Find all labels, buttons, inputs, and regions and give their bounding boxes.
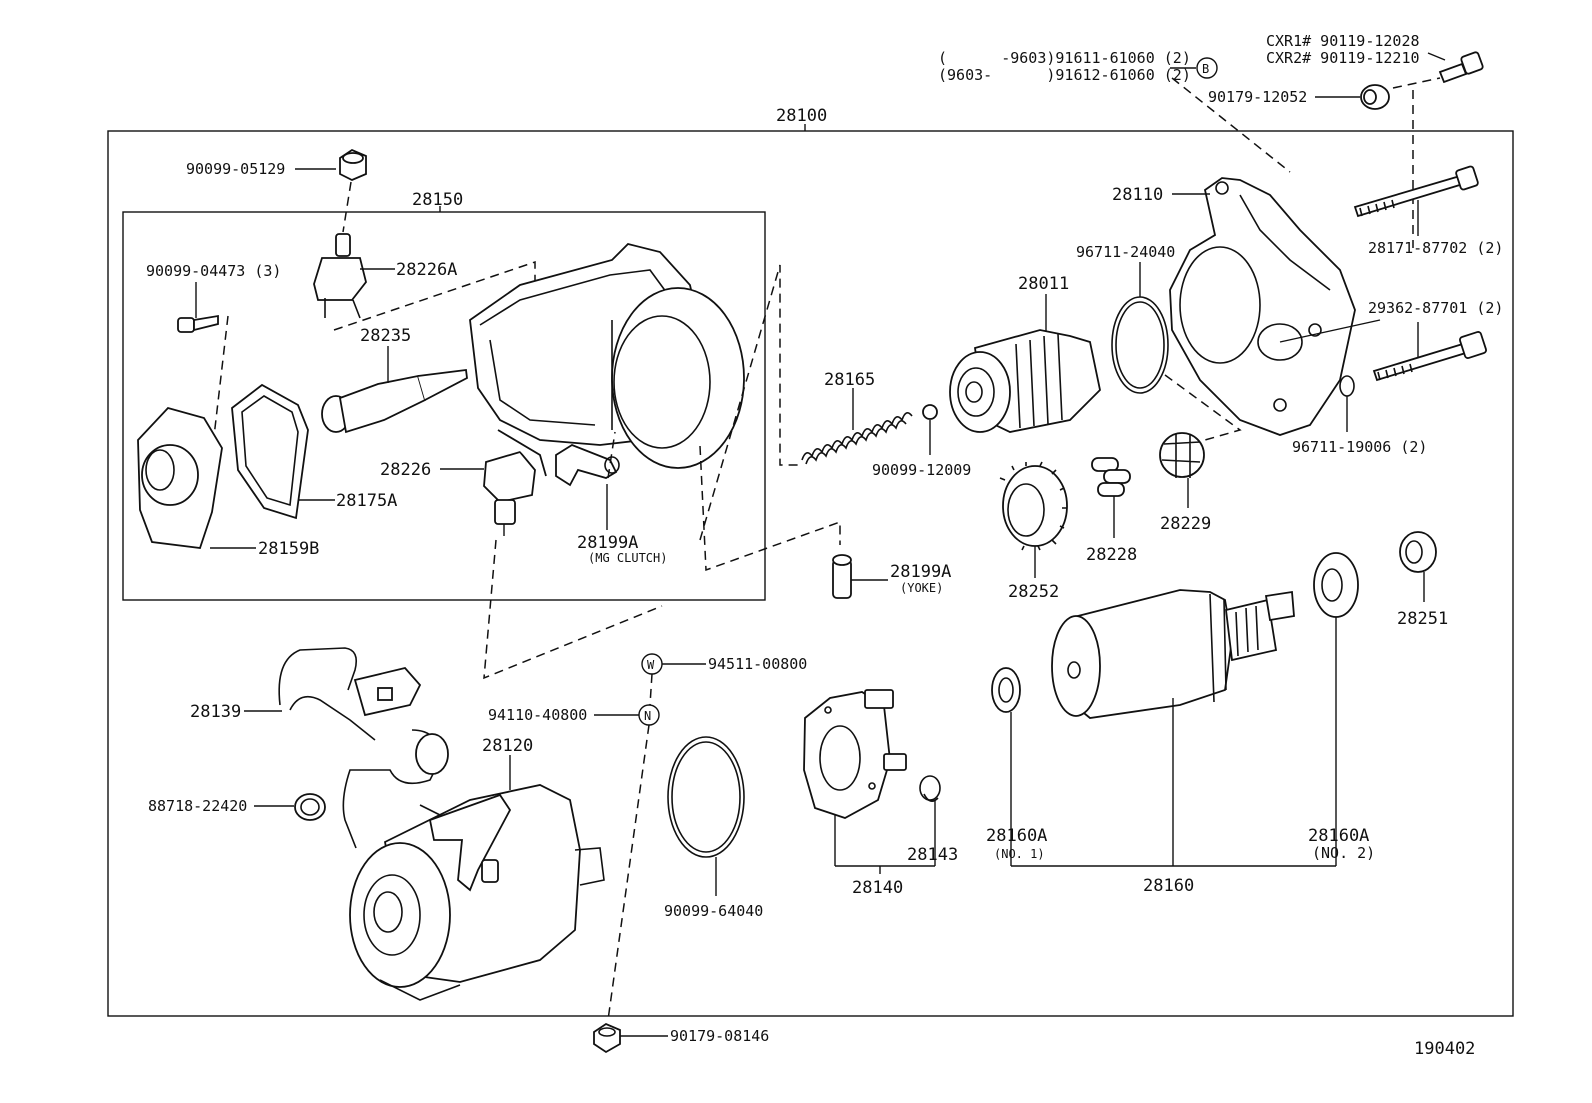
- pinion-28251: [1399, 531, 1437, 573]
- o-ring-96711-19006: [1339, 375, 1355, 397]
- starter-housing-28110: [1169, 177, 1381, 436]
- lever-28199A-yoke: [832, 554, 852, 599]
- o-ring-96711-24040: [1111, 296, 1169, 394]
- label-28226: 28226: [380, 460, 431, 480]
- bolt-90119: [1438, 51, 1484, 84]
- label-88718-22420: 88718-22420: [148, 797, 247, 815]
- label-28160A-no2: 28160A: [1308, 826, 1369, 846]
- magnetic-switch-housing-28150: [469, 243, 745, 469]
- clutch-28011: [949, 329, 1101, 433]
- rollers-28228: [1091, 457, 1131, 497]
- label-90179-12052: 90179-12052: [1208, 88, 1307, 106]
- o-ring-90099-64040: [667, 736, 745, 858]
- clamp-88718-22420: [294, 793, 326, 821]
- label-28199A-mg: 28199A: [577, 533, 638, 553]
- label-cxr1: CXR1# 90119-12028: [1266, 32, 1420, 50]
- gasket-28175A: [231, 383, 309, 520]
- label-28160A-no1: 28160A: [986, 826, 1047, 846]
- label-28100: 28100: [776, 106, 827, 126]
- label-28160: 28160: [1143, 876, 1194, 896]
- label-28165: 28165: [824, 370, 875, 390]
- bearing-28160A-no1: [991, 667, 1021, 713]
- b-marker-letter: B: [1202, 62, 1209, 76]
- label-28171-87702: 28171-87702 (2): [1368, 239, 1503, 257]
- brush-spring-28143: [919, 775, 941, 802]
- bolt-29362: [1372, 331, 1487, 382]
- retainer-28229: [1159, 432, 1205, 478]
- label-94110-40800: 94110-40800: [488, 706, 587, 724]
- label-28120: 28120: [482, 736, 533, 756]
- washer-90179-12052: [1360, 84, 1390, 110]
- end-cover-28159B: [137, 406, 223, 549]
- lead-wire-28139: [278, 647, 449, 849]
- label-90179-08146: 90179-08146: [670, 1027, 769, 1045]
- subassembly-frame-28150: [122, 211, 766, 601]
- armature-28160: [1051, 589, 1295, 719]
- label-28139: 28139: [190, 702, 241, 722]
- brush-holder-28140: [803, 689, 907, 819]
- label-28140: 28140: [852, 878, 903, 898]
- label-28252: 28252: [1008, 582, 1059, 602]
- nut-90099-05129: [339, 148, 367, 181]
- diagram-id: 190402: [1414, 1039, 1475, 1059]
- nut-90179-08146: [593, 1022, 621, 1054]
- gear-28252: [999, 461, 1068, 551]
- assembly-frame-28100: [107, 130, 1514, 1017]
- label-96711-19006: 96711-19006 (2): [1292, 438, 1427, 456]
- label-90099-12009: 90099-12009: [872, 461, 971, 479]
- yoke-28120: [349, 784, 605, 1001]
- label-28228: 28228: [1086, 545, 1137, 565]
- label-b-line2: (9603- )91612-61060 (2): [938, 66, 1191, 84]
- terminal-28226A: [313, 233, 367, 319]
- bolt-28171: [1353, 165, 1479, 218]
- label-b-line1: ( -9603)91611-61060 (2): [938, 49, 1191, 67]
- label-28150: 28150: [412, 190, 463, 210]
- label-cxr2: CXR2# 90119-12210: [1266, 49, 1420, 67]
- label-96711-24040: 96711-24040: [1076, 243, 1175, 261]
- label-28235: 28235: [360, 326, 411, 346]
- label-28229: 28229: [1160, 514, 1211, 534]
- plunger-28235: [321, 368, 468, 434]
- label-28159B: 28159B: [258, 539, 319, 559]
- spring-28165: [801, 412, 913, 465]
- label-28175A: 28175A: [336, 491, 397, 511]
- label-90099-04473: 90099-04473 (3): [146, 262, 281, 280]
- label-28199A-mg-sub: (MG CLUTCH): [588, 551, 667, 565]
- label-28226A: 28226A: [396, 260, 457, 280]
- ball-90099-12009: [922, 404, 938, 420]
- b-callout-marker: [1196, 57, 1218, 79]
- label-28110: 28110: [1112, 185, 1163, 205]
- label-28011: 28011: [1018, 274, 1069, 294]
- label-28143: 28143: [907, 845, 958, 865]
- label-29362-87701: 29362-87701 (2): [1368, 299, 1503, 317]
- label-28199A-yoke-sub: (YOKE): [900, 581, 943, 595]
- label-28160A-no2-sub: (NO. 2): [1312, 844, 1375, 862]
- label-28199A-yoke: 28199A: [890, 562, 951, 582]
- label-94511-00800: 94511-00800: [708, 655, 807, 673]
- terminal-28226: [483, 429, 547, 536]
- label-28160A-no1-sub: (NO. 1): [994, 847, 1045, 861]
- label-90099-64040: 90099-64040: [664, 902, 763, 920]
- marker-w-letter: W: [647, 658, 655, 672]
- lever-28199A-mg-clutch: [555, 443, 620, 487]
- label-28251: 28251: [1397, 609, 1448, 629]
- screw-90099-04473: [177, 314, 219, 333]
- marker-n-letter: N: [644, 709, 651, 723]
- label-90099-05129: 90099-05129: [186, 160, 285, 178]
- bearing-28160A-no2: [1313, 552, 1359, 618]
